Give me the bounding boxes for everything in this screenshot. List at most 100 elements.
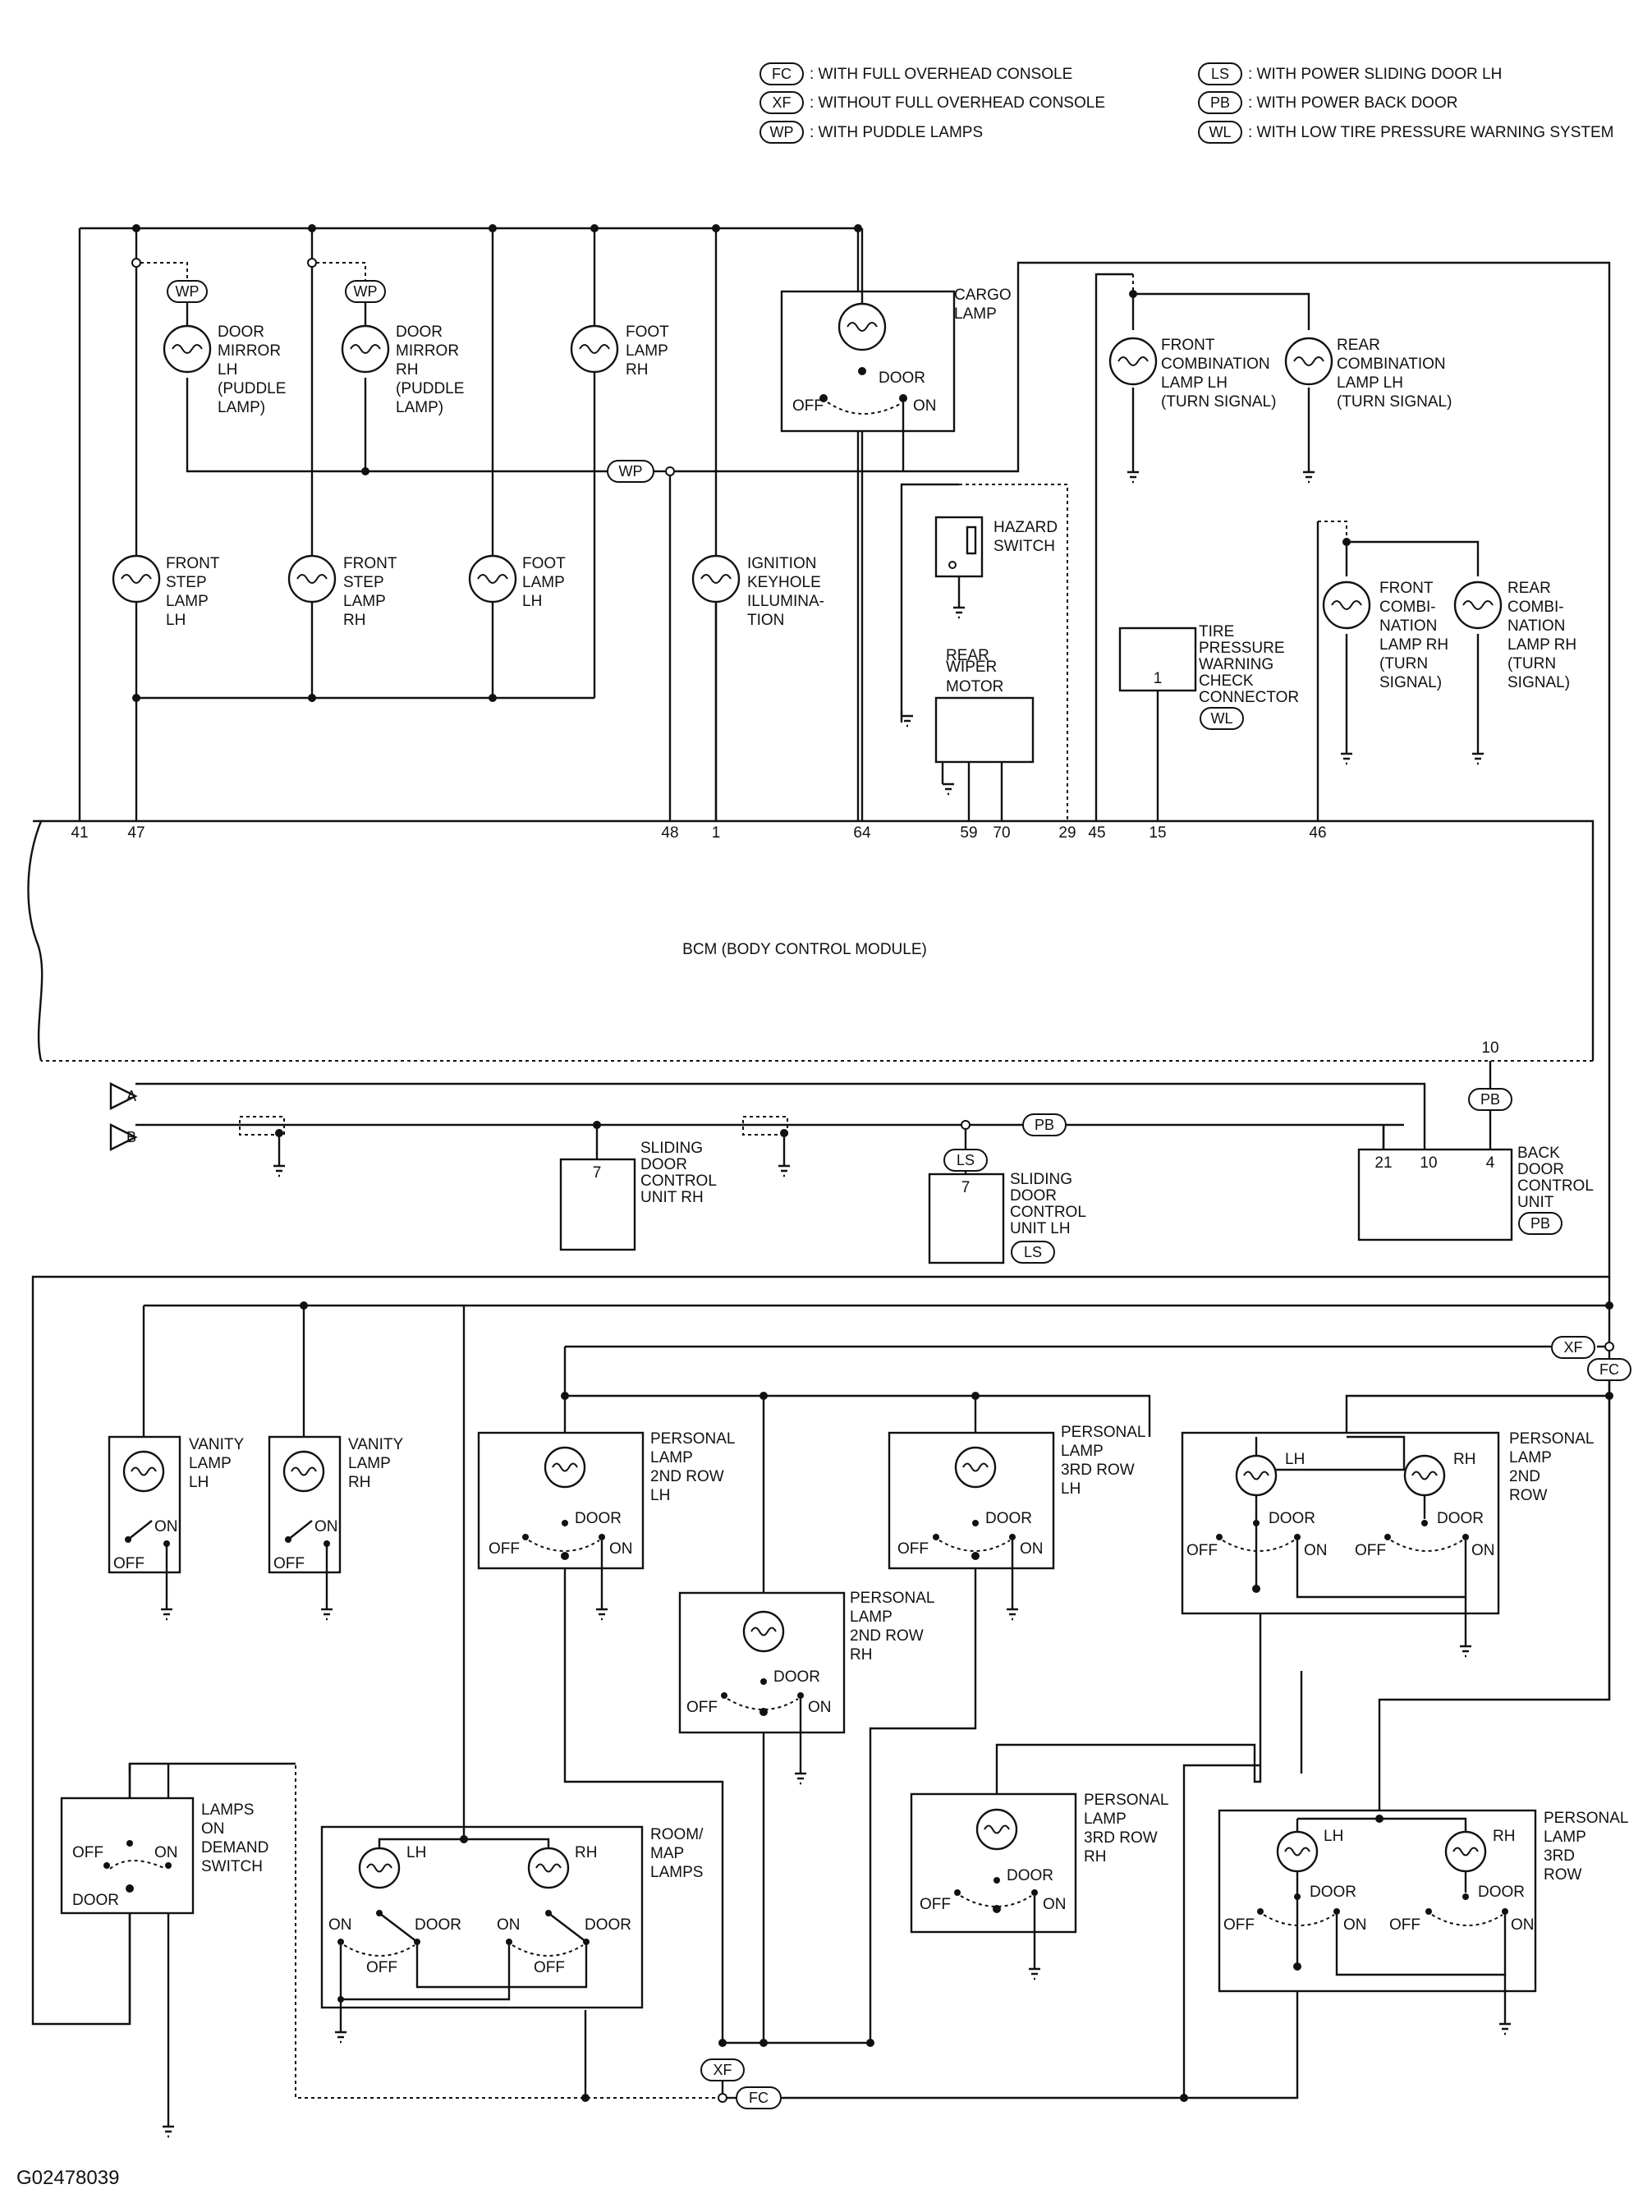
personal-3rd-lh-label-1: PERSONAL [1061,1424,1145,1441]
personal-2nd-lh-label-3: 2ND ROW [650,1468,724,1485]
legend-wl-text: : WITH LOW TIRE PRESSURE WARNING SYSTEM [1248,124,1613,141]
foot-lamp-lh-label-3: LH [522,593,542,610]
legend-pb-code: PB [1210,94,1230,111]
ls-tag [1011,1241,1055,1264]
ls-tag-text: LS [1024,1244,1042,1260]
ground-icon [1460,1645,1471,1658]
door-mirror-lh-label-3: LH [218,361,237,379]
tire-pressure-label-5: CONNECTOR [1199,689,1299,706]
legend-xf-code: XF [772,94,791,111]
front-comb-lh-label-3: LAMP LH [1161,374,1228,392]
personal-2nd-row-box [1181,1431,1500,1615]
rear-comb-lh-label-3: LAMP LH [1337,374,1403,392]
legend-xf-tag [759,91,804,114]
ignition-label-3: ILLUMINA- [747,593,824,610]
bcm-pin: 1 [712,824,721,842]
xf-tag-text: XF [1563,1339,1582,1356]
personal-3rd-lh-label-3: 3RD ROW [1061,1462,1135,1479]
door-label: DOOR [1007,1867,1053,1884]
upper-grounds [900,470,1484,796]
rear-comb-rh-label-6: SIGNAL) [1507,674,1570,691]
legend-ls-text: : WITH POWER SLIDING DOOR LH [1248,66,1502,83]
on-label: ON [913,397,937,415]
back-door-label-3: CONTROL [1517,1177,1594,1195]
on-label: ON [497,1916,521,1934]
personal-2nd-row-label-3: 2ND [1509,1468,1540,1485]
pb-tag [1468,1088,1512,1111]
hazard-switch-label-1: HAZARD [993,519,1058,536]
on-label: ON [314,1518,338,1535]
rear-comb-lamp-lh-icon [1284,337,1333,386]
foot-lamp-lh-label-2: LAMP [522,574,565,591]
off-label: OFF [273,1555,305,1572]
wp-tag-text: WP [619,463,643,480]
door-label: DOOR [1437,1510,1484,1527]
ground-icon [161,1608,172,1621]
wl-tag-text: WL [1211,710,1233,727]
legend-pb-text: : WITH POWER BACK DOOR [1248,94,1457,112]
ground-icon [1472,752,1484,765]
cargo-lamp-label-1: CARGO [954,287,1012,304]
fc-tag [1587,1358,1631,1381]
sliding-door-rh-pin: 7 [593,1164,602,1182]
ground-icon [1303,470,1315,484]
tire-pressure-label-2: PRESSURE [1199,640,1285,657]
rear-wiper-motor-box [934,696,1035,764]
lamps-on-demand-label-2: ON [201,1820,225,1838]
personal-2nd-row-label-4: ROW [1509,1487,1548,1504]
legend-fc-tag [759,62,804,85]
ground-icon [596,1608,608,1621]
vanity-lh-label-3: LH [189,1474,209,1491]
off-label: OFF [1389,1916,1420,1934]
on-label: ON [808,1699,832,1716]
ground-icon [943,782,954,796]
on-label: ON [154,1844,178,1861]
personal-3rd-row-lh-lamp-icon [1276,1830,1319,1873]
ignition-label-1: IGNITION [747,555,816,572]
ground-icon [900,711,913,727]
door-mirror-lh-label-1: DOOR [218,324,264,341]
wp-tag-text: WP [176,283,200,300]
on-label: ON [1511,1916,1535,1934]
rear-comb-rh-label-3: NATION [1507,617,1565,635]
door-mirror-lh-lamp-icon [163,324,212,374]
personal-2nd-row-rh-lamp-icon [1403,1454,1446,1497]
door-label: DOOR [585,1916,631,1934]
sliding-door-rh-box [559,1158,636,1251]
on-label: ON [1343,1916,1367,1934]
rear-comb-rh-label-2: COMBI- [1507,599,1564,616]
ground-icon [1499,2022,1511,2035]
vanity-lamp-lh-icon [122,1450,165,1493]
door-mirror-rh-label-4: (PUDDLE [396,380,464,397]
personal-2nd-rh-label-3: 2ND ROW [850,1627,924,1645]
ignition-label-2: KEYHOLE [747,574,821,591]
front-comb-lh-label-2: COMBINATION [1161,356,1270,373]
front-step-lamp-lh-label-2: STEP [166,574,207,591]
ground-icon [1341,752,1352,765]
personal-3rd-lh-lamp-icon [954,1446,997,1489]
bcm-pin: 64 [853,824,871,842]
ground-icon [795,1772,806,1785]
wp-tag [607,460,654,483]
front-step-lamp-rh-label-4: RH [343,612,365,629]
front-step-lamp-rh-label-3: LAMP [343,593,386,610]
sliding-door-lh-pin: 7 [961,1179,971,1196]
vanity-rh-label-1: VANITY [348,1436,404,1453]
room-map-lh-lamp-icon [358,1847,401,1889]
foot-lamp-lh-icon [468,554,517,603]
personal-2nd-row-label-2: LAMP [1509,1449,1552,1466]
on-label: ON [609,1540,633,1558]
ground-icon [163,2125,174,2138]
ground-icon [1007,1608,1018,1621]
rear-comb-lh-label-2: COMBINATION [1337,356,1446,373]
tire-pressure-pin: 1 [1154,670,1163,687]
foot-lamp-rh-label-1: FOOT [626,324,669,341]
door-label: DOOR [879,369,925,387]
bcm-pin: 46 [1309,824,1326,842]
off-label: OFF [920,1896,951,1913]
legend-ls-tag [1198,62,1242,85]
front-step-lamp-lh-icon [112,554,161,603]
lamps-on-demand-label-1: LAMPS [201,1801,254,1819]
wl-tag [1200,707,1244,730]
hazard-switch-icon [966,525,977,555]
